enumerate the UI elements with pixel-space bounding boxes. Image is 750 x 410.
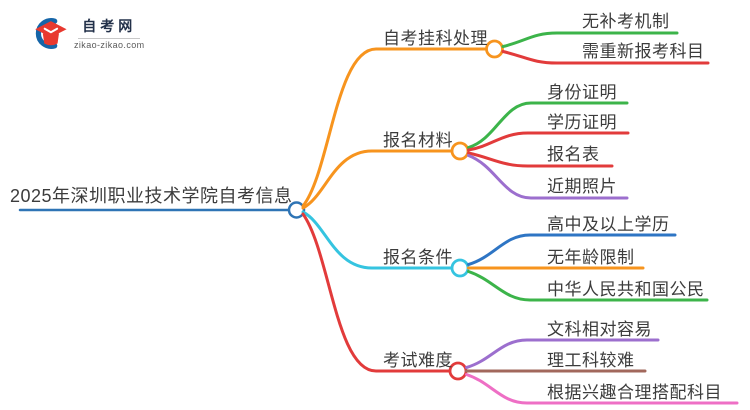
- branch-2-child-1-edge: [467, 101, 629, 149]
- branch-2-circle[interactable]: [450, 141, 470, 161]
- node-highschool-or-above[interactable]: 高中及以上学历: [547, 215, 670, 234]
- branch-1-edge: [301, 47, 488, 208]
- node-application-form[interactable]: 报名表: [547, 145, 600, 164]
- node-application-materials[interactable]: 报名材料: [383, 131, 453, 150]
- node-recent-photo[interactable]: 近期照片: [547, 177, 617, 196]
- branch-3-child-3-edge: [467, 270, 709, 302]
- node-fail-handling[interactable]: 自考挂科处理: [383, 29, 488, 48]
- node-education-proof[interactable]: 学历证明: [547, 113, 617, 132]
- branch-3-child-1-edge: [467, 233, 677, 266]
- branch-1-child-2-edge: [501, 50, 710, 65]
- branch-4-edge: [301, 212, 451, 373]
- logo-divider: [78, 38, 141, 39]
- branch-2-child-3-edge: [467, 151, 614, 168]
- node-match-subjects-by-interest[interactable]: 根据兴趣合理搭配科目: [547, 383, 722, 402]
- branch-4-child-3-edge: [465, 373, 739, 405]
- node-prc-citizen[interactable]: 中华人民共和国公民: [547, 280, 705, 299]
- node-id-proof[interactable]: 身份证明: [547, 83, 617, 102]
- node-liberal-arts-easier[interactable]: 文科相对容易: [547, 320, 652, 339]
- branch-2-child-4-edge: [467, 154, 629, 200]
- logo-text-block: 自考网 zikao-zikao.com: [74, 16, 145, 50]
- branch-2-child-2-edge: [467, 131, 630, 152]
- logo-title: 自考网: [82, 18, 137, 34]
- logo-domain: zikao-zikao.com: [74, 40, 145, 50]
- branch-4-child-1-edge: [465, 338, 660, 369]
- node-application-conditions[interactable]: 报名条件: [383, 248, 453, 267]
- node-root[interactable]: 2025年深圳职业技术学院自考信息: [10, 186, 293, 206]
- branch-3-edge: [301, 210, 453, 270]
- site-logo[interactable]: 自考网 zikao-zikao.com: [30, 14, 145, 52]
- branch-1-circle[interactable]: [485, 39, 504, 59]
- root-node-circle[interactable]: [287, 201, 306, 219]
- node-no-makeup-exam[interactable]: 无补考机制: [582, 12, 670, 31]
- branch-1-child-1-edge: [501, 31, 679, 48]
- node-no-age-limit[interactable]: 无年龄限制: [547, 248, 635, 267]
- branch-2-edge: [301, 149, 453, 210]
- branch-3-circle[interactable]: [450, 258, 470, 278]
- node-exam-difficulty[interactable]: 考试难度: [383, 351, 453, 370]
- graduation-cap-icon: [35, 18, 67, 49]
- node-reregister-subjects[interactable]: 需重新报考科目: [582, 42, 705, 61]
- node-stem-harder[interactable]: 理工科较难: [547, 351, 635, 370]
